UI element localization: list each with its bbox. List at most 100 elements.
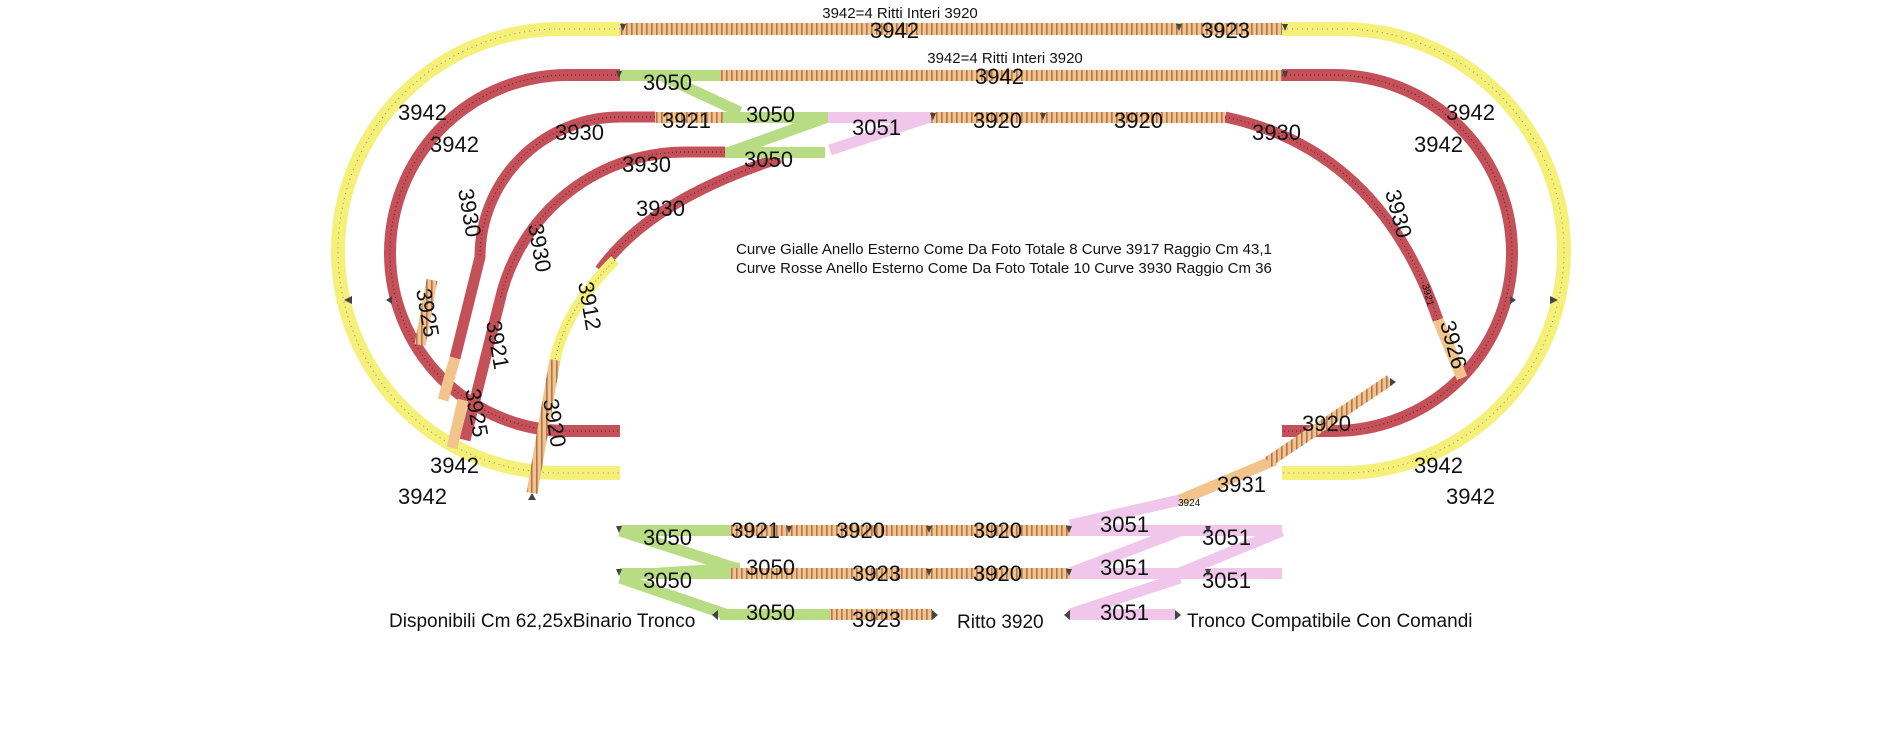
inner-branch-curves [449, 111, 1444, 442]
label-curve-3930-right: 3930 [1252, 120, 1301, 145]
inner-red-loop [384, 69, 1518, 437]
label-curve-3930-b: 3930 [622, 152, 671, 177]
arrow-marker [1066, 569, 1072, 576]
label-diag-small: 3924 [1178, 498, 1201, 509]
arrow-marker [1510, 296, 1516, 304]
header-note-outer: 3942=4 Ritti Interi 3920 [822, 5, 978, 22]
arrow-marker [1282, 71, 1288, 78]
arrow-marker [616, 71, 622, 78]
label-top-3051: 3051 [852, 115, 901, 140]
label-diag-3920: 3920 [1302, 411, 1351, 436]
bot3-pink [1070, 609, 1175, 620]
arrow-marker [1205, 569, 1211, 576]
arrow-marker [926, 569, 932, 576]
label-right-3930: 3930 [1380, 187, 1417, 241]
label-left-3942-inner-bot: 3942 [430, 453, 479, 478]
label-bot2-3051: 3051 [1100, 555, 1149, 580]
label-top-3920-b: 3920 [1114, 108, 1163, 133]
header-note-inner: 3942=4 Ritti Interi 3920 [927, 50, 1083, 67]
label-bot1-3051-b: 3051 [1202, 525, 1251, 550]
arrow-marker [1390, 378, 1396, 386]
label-sw-top-2: 3050 [746, 102, 795, 127]
switch-3050-top-3 [725, 147, 825, 158]
switch-3050-top-2 [723, 112, 828, 123]
bottom-straights [618, 375, 1394, 620]
arrow-marker [786, 526, 792, 533]
arrow-marker [1064, 610, 1070, 620]
label-bot1-3921: 3921 [731, 518, 780, 543]
orange-spurs [414, 279, 1468, 494]
label-left-3942-outer-bot: 3942 [398, 484, 447, 509]
legend-tronco: Tronco Compatibile Con Comandi [1187, 611, 1472, 632]
arrow-marker [344, 296, 352, 304]
branch-curve-b [459, 146, 725, 442]
label-diag-3931: 3931 [1217, 472, 1266, 497]
label-curve-3930-a: 3930 [555, 120, 604, 145]
label-bot3-3923: 3923 [852, 607, 901, 632]
switch-3051-top [828, 112, 930, 123]
label-bot1-3051: 3051 [1100, 512, 1149, 537]
label-curve-3930-c: 3930 [636, 196, 685, 221]
label-bot2-3920: 3920 [973, 561, 1022, 586]
label-bot1-3920-b: 3920 [973, 518, 1022, 543]
bot3-green [720, 609, 830, 620]
label-right-3942-inner-top: 3942 [1414, 132, 1463, 157]
label-left-3942-outer-top: 3942 [398, 100, 447, 125]
label-left-3930-a: 3930 [453, 187, 486, 240]
label-bot2-3923: 3923 [852, 561, 901, 586]
top-straights [620, 23, 1282, 158]
label-bot1-3050: 3050 [643, 525, 692, 550]
label-left-3930-b: 3930 [523, 222, 556, 275]
legend-ritto: Ritto 3920 [957, 612, 1044, 633]
arrow-marker [616, 569, 622, 576]
label-right-small: 3921 [1419, 283, 1435, 308]
left-spur-3925b [446, 398, 469, 450]
arrow-marker [1205, 526, 1211, 533]
label-left-3942-inner-top: 3942 [430, 132, 479, 157]
outer-yellow-loop-left [331, 22, 620, 480]
track-labels: 3942 3923 3942 3050 3050 3050 3921 3051 … [398, 18, 1495, 632]
arrow-marker [926, 526, 932, 533]
right-spur-3926 [1432, 317, 1468, 381]
bot2-pink [1070, 568, 1282, 579]
arrow-marker [620, 24, 626, 31]
arrow-marker [1550, 296, 1558, 304]
arrow-marker [930, 113, 936, 120]
arrow-marker [386, 296, 392, 304]
label-bot2-3051-b: 3051 [1202, 568, 1251, 593]
arrow-marker [712, 610, 718, 620]
left-spur-3921 [437, 356, 461, 402]
inner-red-loop-right [1282, 69, 1518, 437]
outer-yellow-loop-right [1282, 22, 1571, 480]
arrow-marker [1040, 113, 1046, 120]
label-top-3921: 3921 [662, 108, 711, 133]
direction-markers [344, 24, 1558, 620]
outer-yellow-loop [331, 22, 1571, 480]
arrow-marker [1066, 526, 1072, 533]
label-left-3925: 3925 [411, 287, 444, 340]
label-bot2-3050-b: 3050 [746, 555, 795, 580]
legend-available: Disponibili Cm 62,25xBinario Tronco [389, 611, 695, 632]
bot1-green [620, 525, 730, 536]
arrow-marker [932, 610, 938, 620]
label-top-outer-3942: 3942 [870, 18, 919, 43]
label-sw-top-3: 3050 [744, 147, 793, 172]
label-bot3-3051: 3051 [1100, 600, 1149, 625]
arrow-marker [1175, 610, 1181, 620]
arrow-marker [528, 493, 536, 500]
label-bot3-3050: 3050 [746, 600, 795, 625]
label-top-inner-3942: 3942 [975, 64, 1024, 89]
label-right-3926: 3926 [1435, 318, 1472, 372]
label-bot2-3050: 3050 [643, 568, 692, 593]
arrow-marker [1176, 24, 1182, 31]
note-curve-yellow: Curve Gialle Anello Esterno Come Da Foto… [736, 241, 1272, 258]
label-top-3920-a: 3920 [973, 108, 1022, 133]
label-right-3942-outer-top: 3942 [1446, 100, 1495, 125]
label-sw-top-1: 3050 [643, 70, 692, 95]
label-right-3942-outer-bot: 3942 [1446, 484, 1495, 509]
arrow-marker [616, 526, 622, 533]
label-left-3912: 3912 [573, 280, 606, 333]
label-right-3942-inner-bot: 3942 [1414, 453, 1463, 478]
arrow-marker [1282, 24, 1288, 31]
